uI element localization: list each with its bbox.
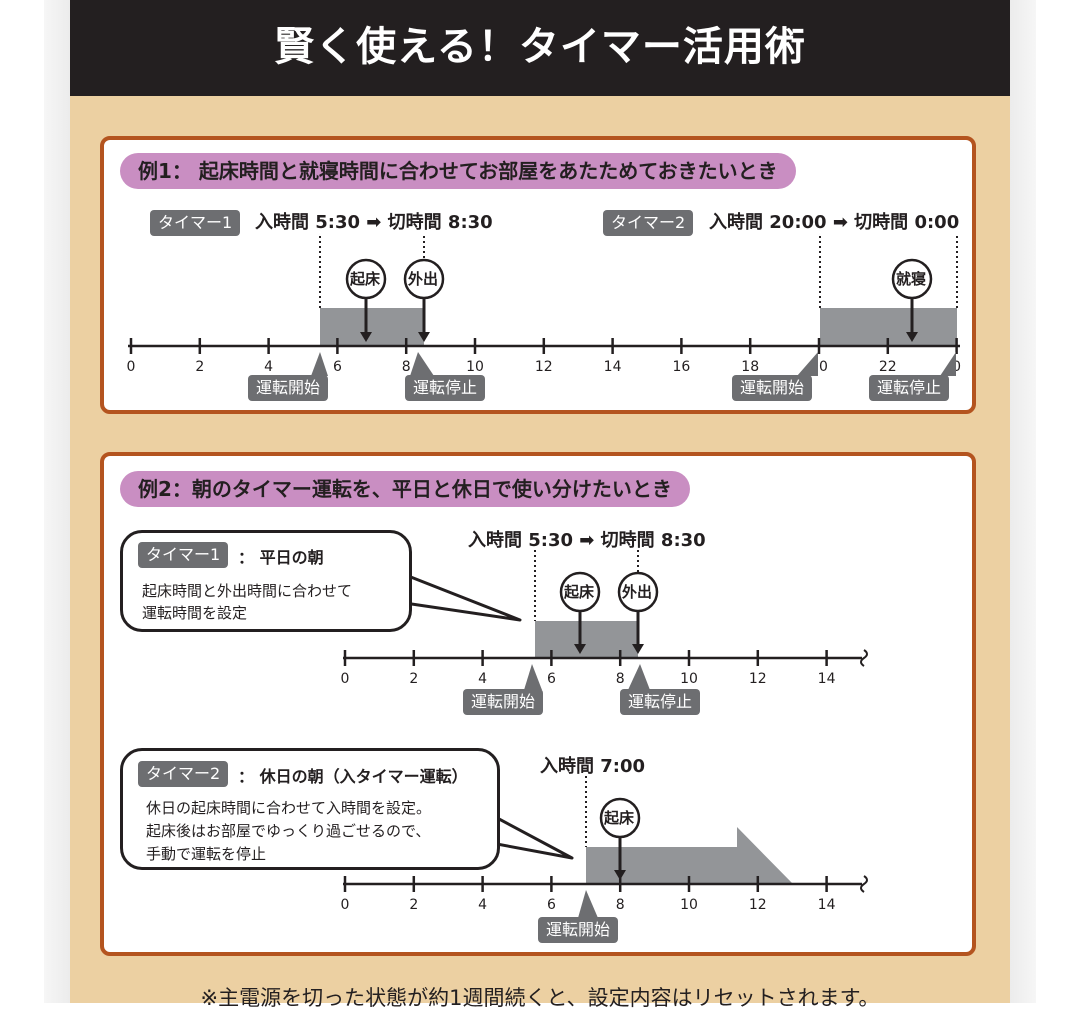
event-wake-label: 起床 <box>564 583 595 601</box>
axis-tick-label: 0 <box>341 897 350 913</box>
bubble1-tail-join <box>396 574 406 600</box>
axis-tick-label: 10 <box>680 671 698 687</box>
ex2-timer1-desc: 起床時間と外出時間に合わせて <box>142 582 353 600</box>
axis-tick-label: 12 <box>749 671 767 687</box>
event-wake-label: 起床 <box>350 270 381 288</box>
axis-tick-label: 2 <box>409 897 418 913</box>
axis-tick-label: 2 <box>195 359 204 375</box>
event-wake-label: 起床 <box>604 809 635 827</box>
ex2-timer2-desc: 手動で運転を停止 <box>146 845 267 863</box>
ex2-timer1-title: ： 平日の朝 <box>238 548 324 567</box>
wake-arrow-head <box>614 870 626 880</box>
ex2-timer1-times: 入時間 5:30 ➡ 切時間 8:30 <box>468 530 706 551</box>
stop-label: 運転停止 <box>405 375 486 401</box>
pointer <box>410 352 434 376</box>
stop-label: 運転停止 <box>620 689 701 715</box>
axis-tick-label: 0 <box>952 359 961 375</box>
axis-break <box>860 649 868 667</box>
axis-tick-label: 10 <box>680 897 698 913</box>
bubble2-tail-join <box>484 814 494 840</box>
axis-tick-label: 4 <box>264 359 273 375</box>
axis-tick-label: 14 <box>818 671 836 687</box>
holiday-run-arrow <box>586 827 793 884</box>
ex2-timer2-desc: 休日の起床時間に合わせて入時間を設定。 <box>146 799 432 817</box>
ex2-timer1-desc: 運転時間を設定 <box>142 604 248 622</box>
timer2-tag: タイマー2 <box>603 210 694 236</box>
timer2-times: 入時間 20:00 ➡ 切時間 0:00 <box>709 212 960 233</box>
timer1-tag: タイマー1 <box>150 210 241 236</box>
pointer <box>940 352 956 376</box>
axis-tick-label: 14 <box>604 359 622 375</box>
footnote: ※主電源を切った状態が約1週間続くと、設定内容はリセットされます。 <box>200 986 880 1010</box>
axis-ticks: 0 2 4 6 8 10 12 14 <box>341 650 836 687</box>
timer1-times: 入時間 5:30 ➡ 切時間 8:30 <box>255 212 493 233</box>
axis-tick-label: 4 <box>478 671 487 687</box>
axis-tick-label: 8 <box>616 897 625 913</box>
header-bar <box>70 0 1010 96</box>
axis-tick-label: 8 <box>616 671 625 687</box>
ex2-timer2-tag: タイマー2 <box>138 761 229 787</box>
right-shadow <box>1010 0 1036 1003</box>
start-label: 運転開始 <box>463 689 544 715</box>
axis-tick-label: 12 <box>749 897 767 913</box>
left-shadow <box>44 0 70 1003</box>
pointer <box>524 664 542 690</box>
example2-heading: 例2：朝のタイマー運転を、平日と休日で使い分けたいとき <box>120 471 690 507</box>
axis-tick-label: 6 <box>547 671 556 687</box>
start-label: 運転開始 <box>538 917 619 943</box>
out-arrow-head <box>632 644 644 654</box>
start-label: 運転開始 <box>732 375 813 401</box>
ex2-timer1-tag: タイマー1 <box>138 542 229 568</box>
ex2-timer2-desc: 起床後はお部屋でゆっくり過ごせるので、 <box>146 822 431 840</box>
page-title: 賢く使える！タイマー活用術 <box>274 24 806 70</box>
axis-tick-label: 10 <box>466 359 484 375</box>
axis-tick-label: 16 <box>672 359 690 375</box>
wake-arrow-head <box>574 644 586 654</box>
event-out-label: 外出 <box>622 583 653 601</box>
axis-tick-label: 6 <box>547 897 556 913</box>
pointer <box>628 664 650 690</box>
event-sleep-label: 就寝 <box>896 270 927 288</box>
start-label: 運転開始 <box>248 375 329 401</box>
axis-tick-label: 14 <box>818 897 836 913</box>
axis-tick-label: 18 <box>741 359 759 375</box>
out-arrow-head <box>418 332 430 342</box>
stop-label: 運転停止 <box>869 375 950 401</box>
axis-tick-label: 4 <box>478 897 487 913</box>
example1-heading: 例1： 起床時間と就寝時間に合わせてお部屋をあたためておきたいとき <box>120 153 796 189</box>
ex2-timer2-title: ： 休日の朝（入タイマー運転） <box>238 767 468 786</box>
axis-tick-label: 6 <box>333 359 342 375</box>
axis-tick-label: 12 <box>535 359 553 375</box>
axis-break <box>860 875 868 893</box>
axis-tick-label: 0 <box>127 359 136 375</box>
pointer <box>797 352 818 376</box>
pointer <box>311 352 328 376</box>
axis-ticks: 0 2 4 6 8 10 12 14 <box>341 876 836 913</box>
ex2-timer2-times: 入時間 7:00 <box>540 756 646 777</box>
axis-tick-label: 22 <box>879 359 897 375</box>
sleep-arrow-head <box>906 332 918 342</box>
axis-tick-label: 8 <box>402 359 411 375</box>
pointer <box>578 890 598 918</box>
event-out-label: 外出 <box>408 270 439 288</box>
axis-tick-label: 0 <box>341 671 350 687</box>
wake-arrow-head <box>360 332 372 342</box>
axis-tick-label: 2 <box>409 671 418 687</box>
